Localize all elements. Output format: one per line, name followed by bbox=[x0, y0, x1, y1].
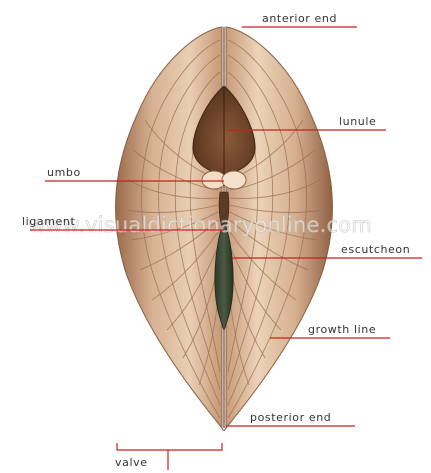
label-posterior-end: posterior end bbox=[250, 411, 331, 424]
label-growth-line: growth line bbox=[308, 323, 376, 336]
watermark-text: www.visualdictionaryonline.com bbox=[28, 213, 372, 237]
label-escutcheon: escutcheon bbox=[341, 243, 410, 256]
label-lunule: lunule bbox=[339, 115, 376, 128]
label-valve: valve bbox=[115, 456, 148, 469]
valve-bracket bbox=[117, 443, 222, 450]
label-umbo: umbo bbox=[47, 166, 81, 179]
label-anterior-end: anterior end bbox=[262, 12, 337, 25]
label-ligament: ligament bbox=[22, 215, 75, 228]
